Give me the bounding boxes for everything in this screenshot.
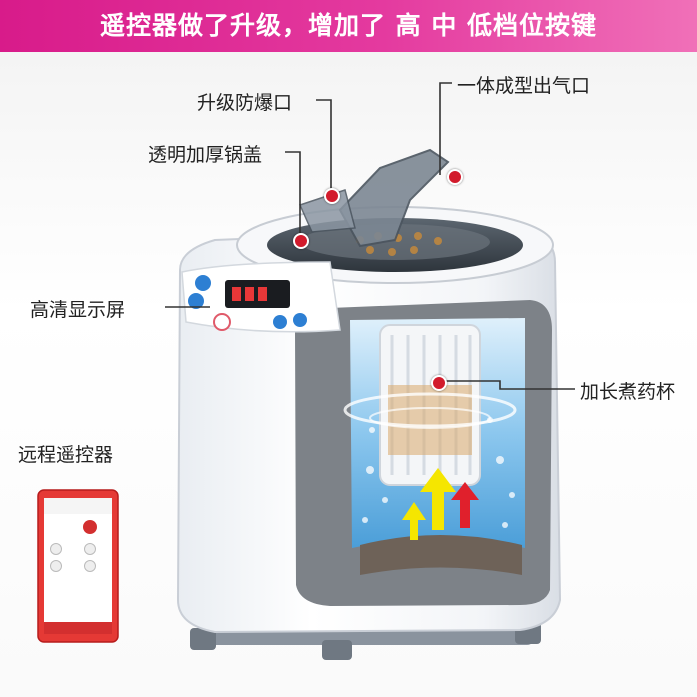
marker-vent (447, 169, 463, 185)
down-button (188, 293, 204, 309)
up-button (195, 275, 211, 291)
heating-plate (360, 535, 522, 575)
leader-cup (436, 380, 575, 390)
remote-control (37, 489, 119, 643)
label-explosion: 升级防爆口 (197, 92, 293, 114)
label-lid: 透明加厚锅盖 (148, 144, 263, 166)
steam-arrows (402, 468, 479, 540)
label-cup: 加长煮药杯 (580, 381, 676, 403)
label-remote: 远程遥控器 (18, 444, 114, 466)
foot-front (322, 640, 352, 660)
leader-vent (439, 82, 452, 175)
leader-explosion (316, 99, 332, 190)
label-vent: 一体成型出气口 (457, 75, 591, 97)
vent-handle (338, 148, 450, 248)
label-screen: 高清显示屏 (30, 299, 126, 321)
foot-left (190, 628, 216, 650)
timer-down-button (293, 313, 307, 327)
power-button (213, 313, 231, 331)
promo-banner: 遥控器做了升级，增加了 高 中 低档位按键 (0, 0, 697, 52)
display-screen (225, 280, 290, 308)
marker-cup (431, 375, 447, 391)
marker-explosion (324, 188, 340, 204)
marker-lid (293, 233, 309, 249)
timer-up-button (273, 315, 287, 329)
leader-lid (285, 151, 301, 238)
